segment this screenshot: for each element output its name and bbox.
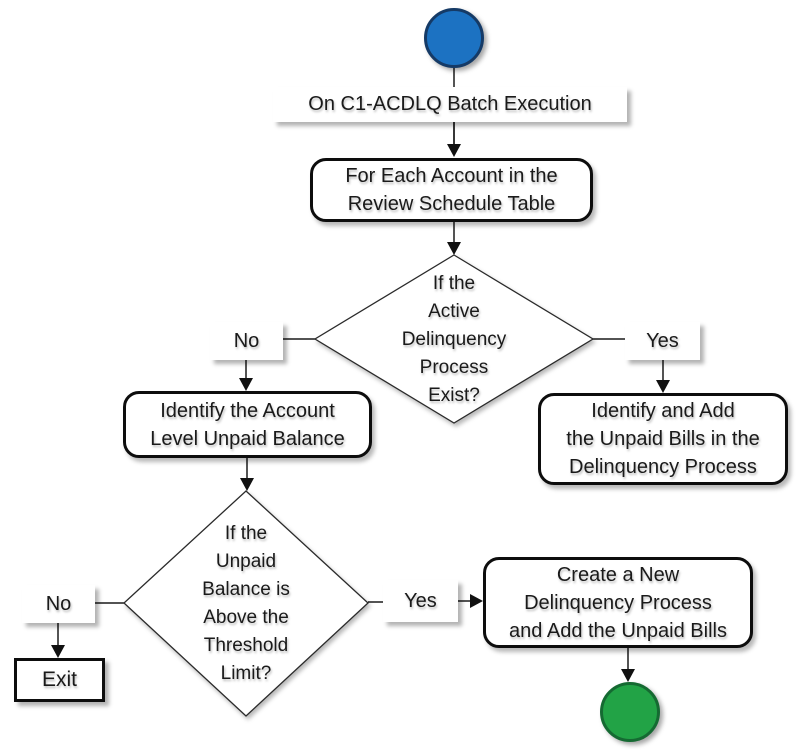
decision-active-process-diamond [313, 254, 595, 424]
node-identify-add-unpaid-bills: Identify and Add the Unpaid Bills in the… [538, 393, 788, 485]
branch-label-yes-2-text: Yes [404, 589, 437, 612]
node-identify-unpaid-balance-label: Identify the Account Level Unpaid Balanc… [150, 399, 345, 450]
arrowhead-identifyadd [656, 380, 670, 393]
branch-label-no-2-text: No [45, 592, 72, 615]
node-exit-label: Exit [41, 668, 77, 691]
decision-threshold-label-box: If the Unpaid Balance is Above the Thres… [166, 520, 326, 688]
branch-label-yes-2: Yes [383, 580, 458, 622]
decision-active-process-label: If the Active Delinquency Process Exist? [401, 273, 507, 406]
arrowhead-end [621, 669, 635, 682]
node-identify-add-unpaid-bills-label: Identify and Add the Unpaid Bills in the… [566, 400, 760, 478]
node-exit: Exit [14, 658, 105, 702]
node-create-new-process: Create a New Delinquency Process and Add… [483, 557, 753, 648]
arrowhead-identify [239, 378, 253, 391]
branch-label-no-2: No [22, 585, 95, 623]
arrowhead-decision2 [240, 478, 254, 491]
branch-label-no-1: No [210, 322, 283, 360]
branch-label-yes-1-text: Yes [646, 329, 679, 352]
arrowhead-exit [51, 645, 65, 658]
arrowhead-decision1 [447, 242, 461, 255]
decision-threshold-label: If the Unpaid Balance is Above the Thres… [202, 523, 290, 684]
end-node [600, 682, 660, 742]
arrowhead-foreach [447, 144, 461, 157]
decision-threshold-diamond [123, 490, 369, 717]
branch-label-no-1-text: No [233, 329, 260, 352]
node-for-each-account: For Each Account in the Review Schedule … [310, 158, 593, 222]
node-create-new-process-label: Create a New Delinquency Process and Add… [509, 563, 727, 642]
node-batch-execution-label: On C1-ACDLQ Batch Execution [308, 93, 592, 115]
arrowhead-create [470, 594, 483, 608]
node-identify-unpaid-balance: Identify the Account Level Unpaid Balanc… [123, 391, 372, 458]
node-for-each-account-label: For Each Account in the Review Schedule … [345, 165, 558, 215]
start-node [424, 8, 484, 68]
branch-label-yes-1: Yes [625, 322, 700, 360]
node-batch-execution: On C1-ACDLQ Batch Execution [273, 87, 627, 122]
decision-active-process-label-box: If the Active Delinquency Process Exist? [374, 270, 534, 410]
